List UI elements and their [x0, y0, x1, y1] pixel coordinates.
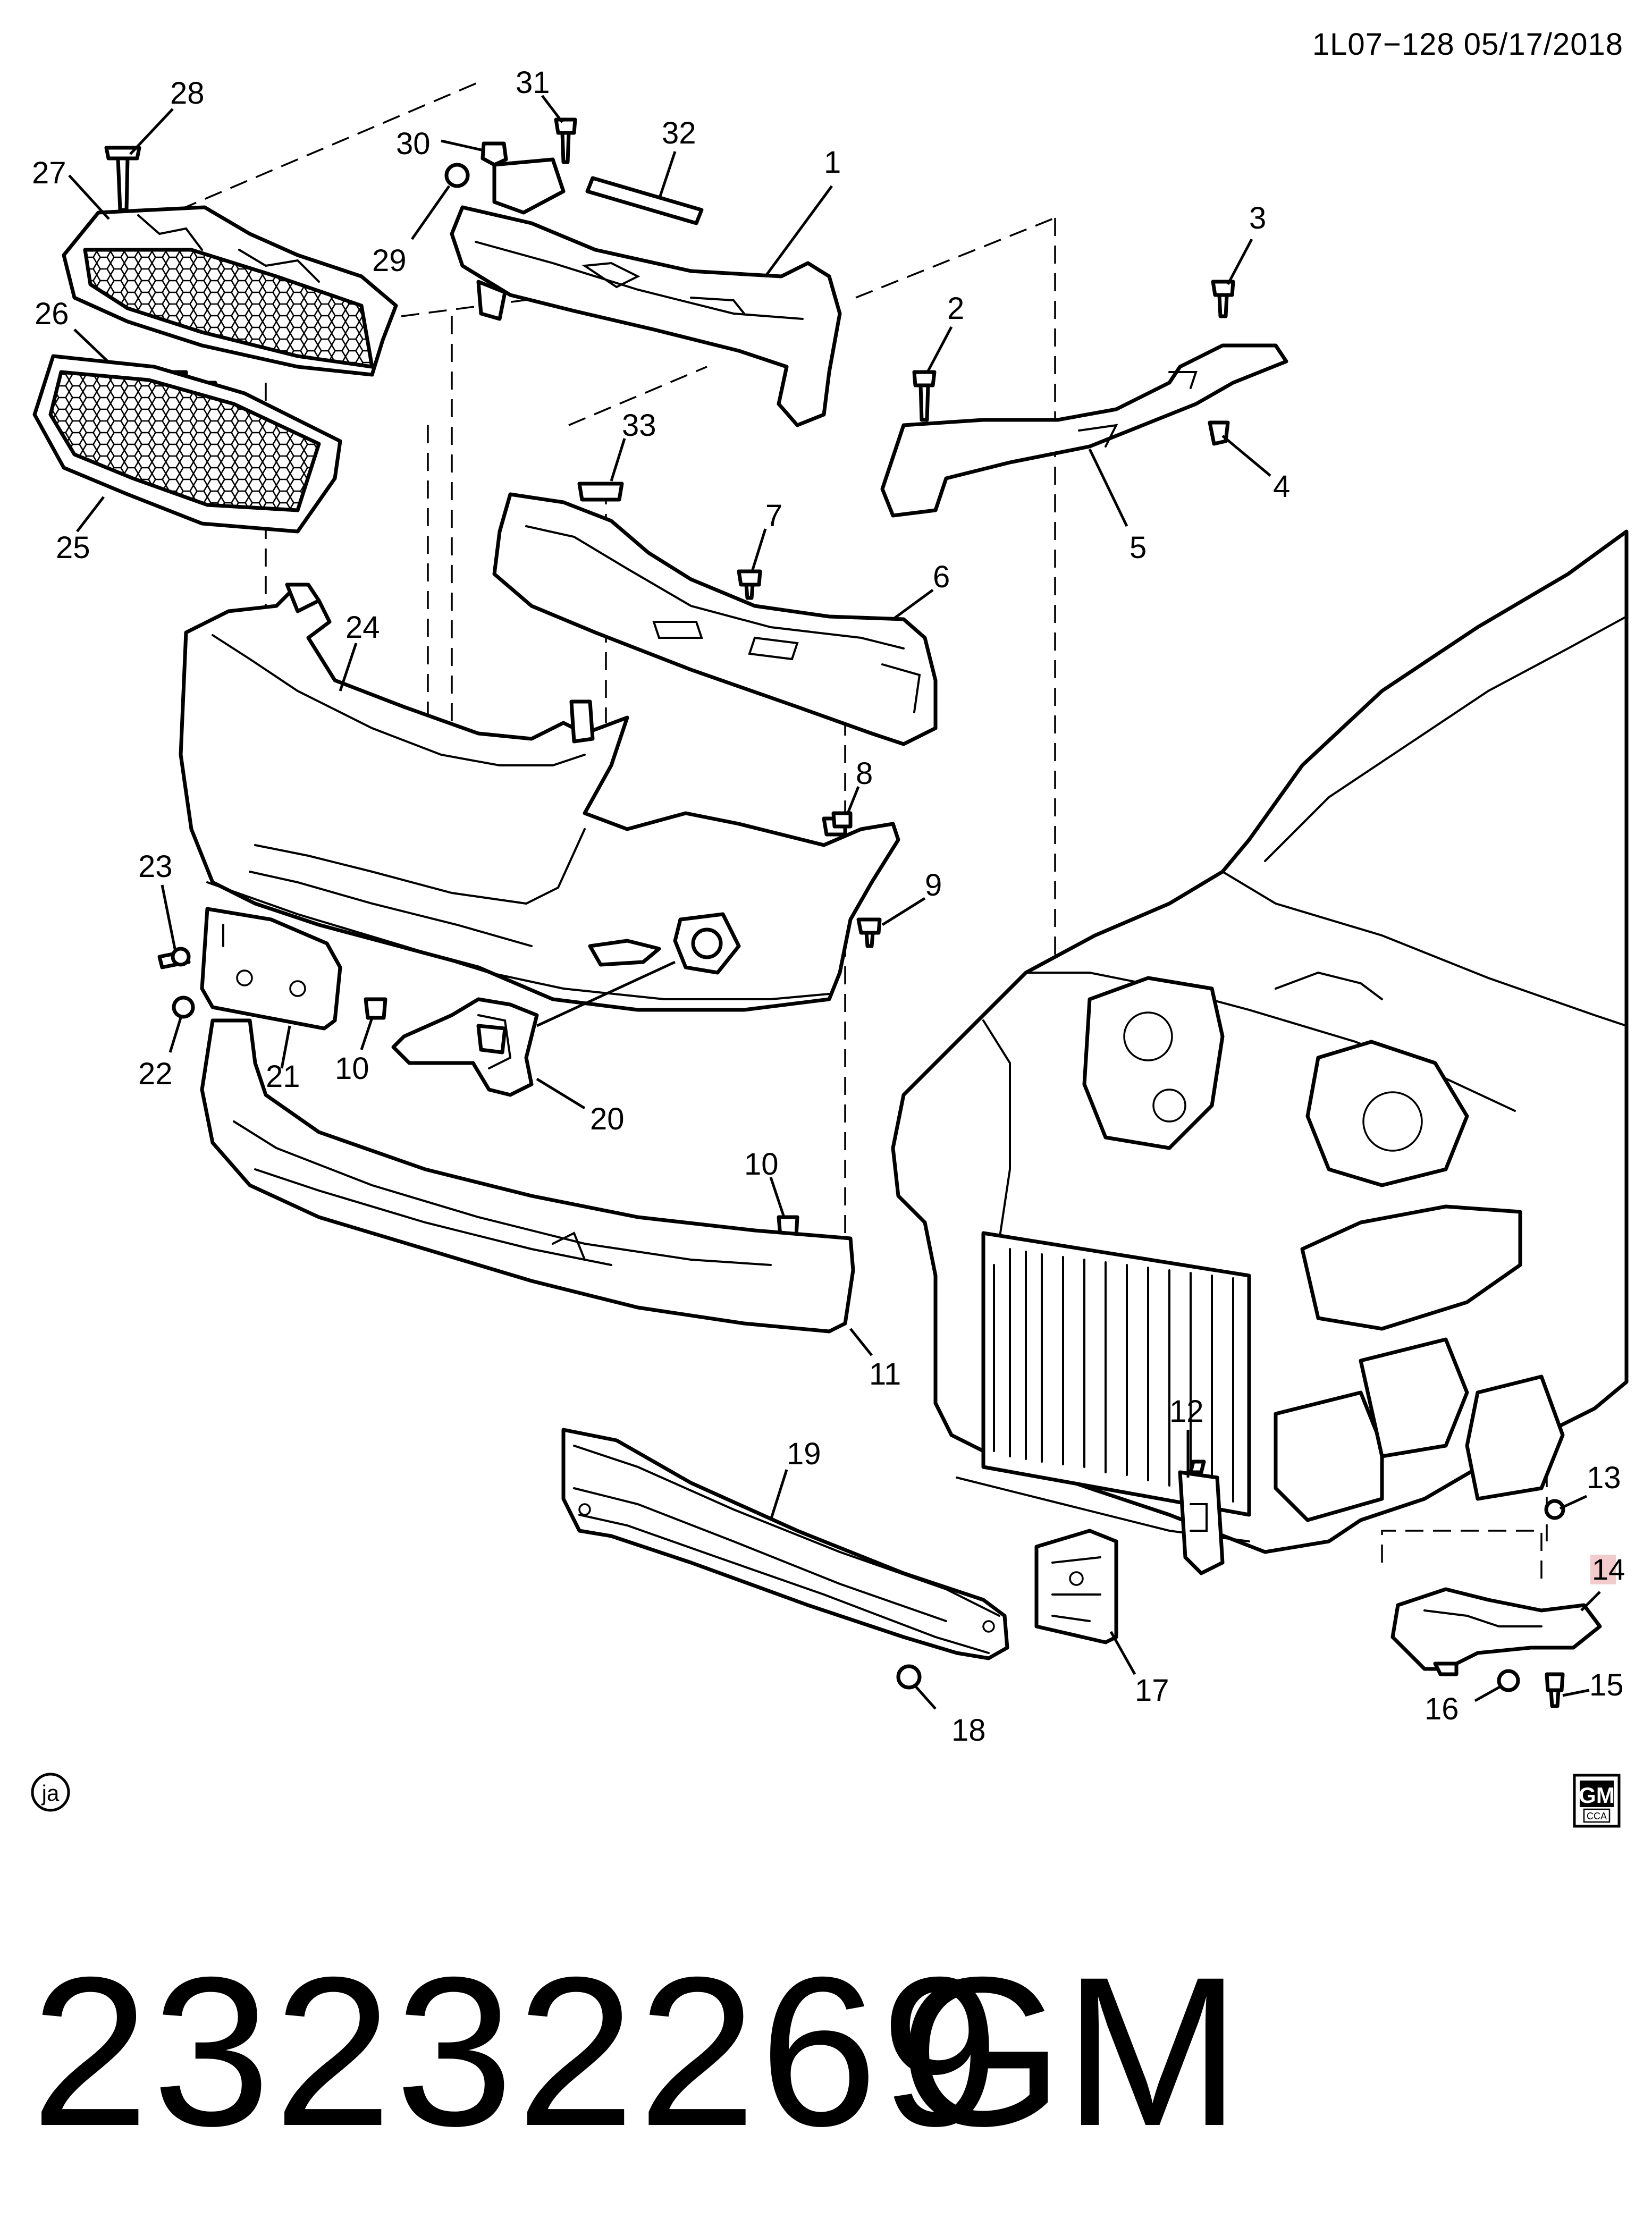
callout-label: 22 — [138, 1057, 173, 1091]
bolt-16 — [1474, 1669, 1520, 1702]
callout-label: 21 — [266, 1059, 300, 1094]
callout-label: 8 — [856, 756, 873, 791]
callout-label: 26 — [35, 297, 69, 331]
artist-initials-badge: ja — [31, 1773, 70, 1812]
callout-label: 25 — [56, 530, 90, 565]
bolt-18 — [896, 1664, 937, 1710]
callout-label: 4 — [1273, 469, 1290, 504]
logo-text-gm: GM — [1579, 1783, 1615, 1808]
callout-label: 13 — [1587, 1461, 1621, 1495]
clip-8 — [831, 786, 860, 829]
callout-label-highlighted: 14 — [1592, 1553, 1625, 1586]
upper-grille-27 — [62, 174, 398, 377]
callout-label: 29 — [372, 243, 407, 278]
clip-4 — [1208, 420, 1271, 477]
upper-bumper-support-1 — [450, 157, 842, 427]
logo-text-cca: CCA — [1587, 1811, 1607, 1821]
callout-label: 33 — [622, 408, 656, 443]
bolt-28 — [104, 108, 174, 212]
seal-strip-32 — [585, 151, 704, 225]
bolt-15 — [1545, 1672, 1590, 1708]
callout-label: 17 — [1135, 1673, 1169, 1708]
impact-bar-bracket-12 — [1178, 1430, 1225, 1575]
fog-lamp-bezel-20 — [391, 960, 676, 1110]
callout-label: 3 — [1249, 201, 1266, 235]
bolt-2 — [912, 326, 953, 422]
screw-22 — [168, 996, 195, 1053]
artist-initials: ja — [41, 1781, 60, 1806]
nut-13 — [1544, 1495, 1588, 1520]
callout-label: 7 — [765, 499, 782, 533]
callout-label: 12 — [1169, 1394, 1204, 1429]
callout-label: 31 — [516, 65, 550, 100]
front-fascia-24 — [179, 583, 900, 1012]
side-bracket-14 — [1390, 1555, 1616, 1676]
callout-label: 9 — [925, 868, 942, 902]
clip-10-upper — [360, 997, 387, 1050]
lower-grille-25 — [32, 354, 342, 534]
diagram-reference-code: 1L07−128 05/17/2018 — [1312, 27, 1623, 62]
energy-absorber-6 — [492, 492, 938, 746]
license-plate-bracket-21 — [200, 907, 342, 1069]
impact-bar-19 — [561, 1428, 1009, 1660]
callout-label: 6 — [933, 560, 950, 594]
callout-label: 11 — [869, 1357, 901, 1391]
callout-label: 28 — [170, 76, 205, 111]
callout-label: 20 — [590, 1102, 625, 1136]
callout-label: 10 — [335, 1051, 369, 1086]
callout-label: 30 — [396, 126, 431, 161]
callout-label: 27 — [32, 156, 66, 190]
bolt-23 — [157, 884, 191, 969]
callout-label: 1 — [824, 145, 841, 180]
bolt-31 — [541, 95, 577, 164]
lower-fascia-11 — [200, 1018, 873, 1356]
callout-label: 24 — [345, 610, 380, 645]
callout-label: 10 — [744, 1147, 779, 1182]
callout-labels: 1 2 3 4 5 6 7 8 9 10 10 11 12 13 14 15 1… — [32, 65, 1625, 1748]
front-bumper-exploded-diagram: 1 2 3 4 5 6 7 8 9 10 10 11 12 13 14 15 1… — [31, 65, 1629, 1828]
callout-label: 5 — [1130, 530, 1147, 565]
clip-29 — [410, 163, 470, 240]
brand-name: GM — [898, 1933, 1241, 2170]
clip-10-lower — [769, 1177, 799, 1238]
callout-label: 2 — [947, 291, 964, 326]
clip-30 — [441, 139, 508, 167]
callout-label: 32 — [662, 116, 696, 150]
part-number: 23232269 — [31, 1933, 1002, 2170]
vehicle-front-structure — [891, 529, 1629, 1554]
bolt-7 — [737, 528, 767, 600]
callout-label: 23 — [138, 849, 173, 884]
bolt-3 — [1211, 238, 1253, 318]
upper-bracket-5 — [880, 343, 1288, 527]
callout-label: 18 — [951, 1713, 986, 1748]
clip-33 — [577, 438, 626, 502]
callout-label: 19 — [787, 1437, 821, 1471]
impact-bar-bracket-17 — [1034, 1529, 1136, 1675]
callout-label: 15 — [1589, 1668, 1624, 1702]
gm-cca-logo: GM CCA — [1573, 1774, 1621, 1828]
bolt-9 — [856, 897, 926, 948]
callout-label: 16 — [1425, 1692, 1459, 1726]
